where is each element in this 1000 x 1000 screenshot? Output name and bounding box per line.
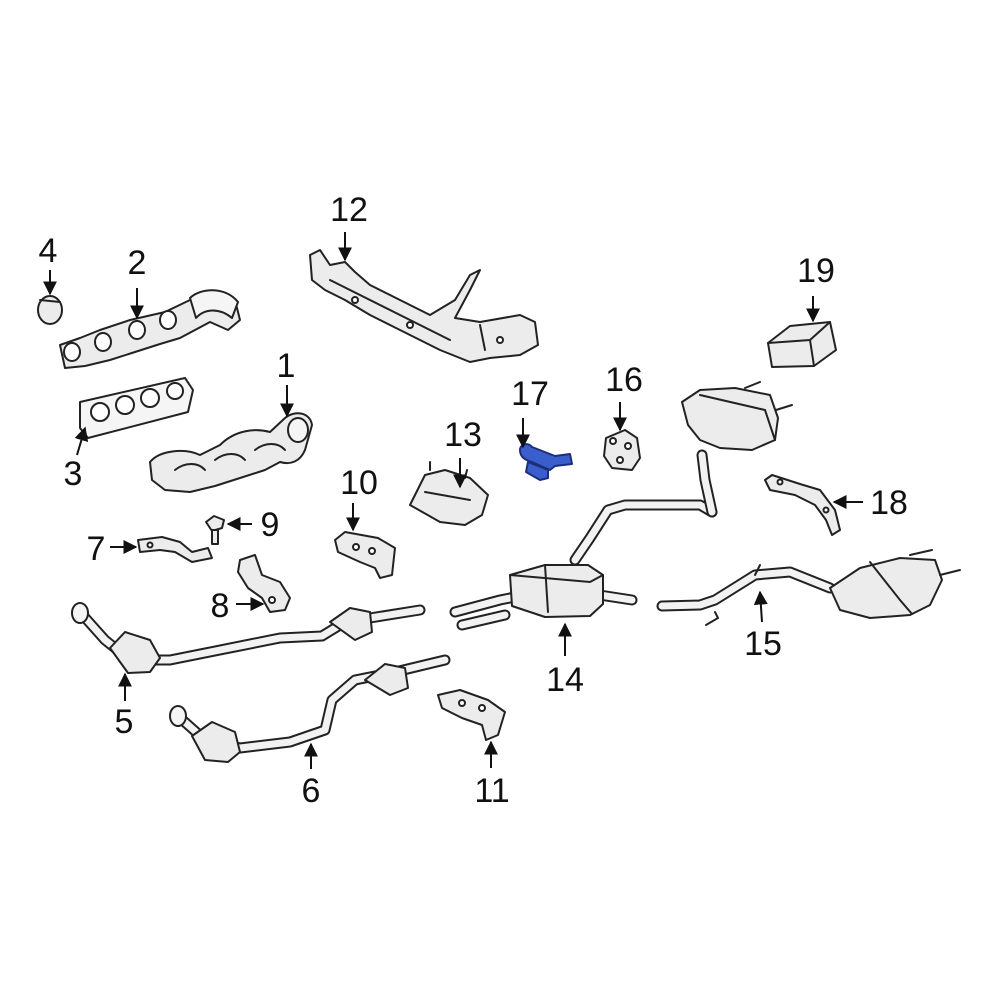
- callout-11[interactable]: 11: [474, 772, 509, 810]
- callout-19[interactable]: 19: [797, 252, 835, 290]
- part-10-hanger[interactable]: [334, 531, 396, 579]
- part-15-rear-pipe-muffler[interactable]: [656, 549, 961, 626]
- callout-12[interactable]: 12: [330, 191, 368, 229]
- part-11-hanger[interactable]: [437, 689, 506, 741]
- part-5-front-pipe-catalytic-converter[interactable]: [71, 602, 426, 674]
- leader-3: [74, 426, 89, 456]
- part-18-hanger-bracket[interactable]: [764, 474, 841, 536]
- part-13-bracket[interactable]: [409, 461, 489, 526]
- part-4-plug[interactable]: [37, 295, 63, 325]
- part-3-manifold-gasket[interactable]: [79, 377, 194, 439]
- callout-15[interactable]: 15: [744, 625, 782, 663]
- callout-18[interactable]: 18: [870, 484, 908, 522]
- callout-1[interactable]: 1: [277, 347, 296, 385]
- callout-3[interactable]: 3: [64, 455, 83, 493]
- part-9-bolt[interactable]: [205, 515, 225, 545]
- part-2-exhaust-manifold-left[interactable]: [59, 289, 241, 369]
- part-14-intermediate-pipe-muffler[interactable]: [449, 499, 718, 631]
- callout-10[interactable]: 10: [340, 464, 378, 502]
- callout-2[interactable]: 2: [128, 244, 147, 282]
- callout-4[interactable]: 4: [39, 232, 58, 270]
- callout-16[interactable]: 16: [605, 361, 643, 399]
- part-1-exhaust-manifold-right[interactable]: [149, 412, 313, 493]
- callout-14[interactable]: 14: [546, 661, 584, 699]
- part-6-front-pipe-catalytic-converter[interactable]: [169, 654, 451, 763]
- callout-9[interactable]: 9: [261, 506, 280, 544]
- callout-8[interactable]: 8: [211, 587, 230, 625]
- leader-15: [753, 590, 768, 623]
- callout-13[interactable]: 13: [444, 416, 482, 454]
- rear-muffler-upper[interactable]: [681, 381, 793, 518]
- callout-7[interactable]: 7: [87, 530, 106, 568]
- callout-numbers: 1 2 3 4 5 6 7 8 9 10 11 12 13 14 15 16 1…: [39, 191, 908, 810]
- callout-6[interactable]: 6: [302, 772, 321, 810]
- callout-5[interactable]: 5: [115, 703, 134, 741]
- leader-lines: [43, 232, 863, 769]
- part-16-flange-gasket[interactable]: [603, 429, 641, 471]
- part-7-bracket[interactable]: [137, 536, 213, 563]
- part-8-bracket[interactable]: [237, 554, 291, 613]
- part-19-insulator-pad[interactable]: [767, 321, 837, 368]
- part-17-clamp-highlighted[interactable]: [519, 443, 573, 481]
- callout-17[interactable]: 17: [511, 375, 549, 413]
- part-12-heat-shield[interactable]: [309, 249, 539, 363]
